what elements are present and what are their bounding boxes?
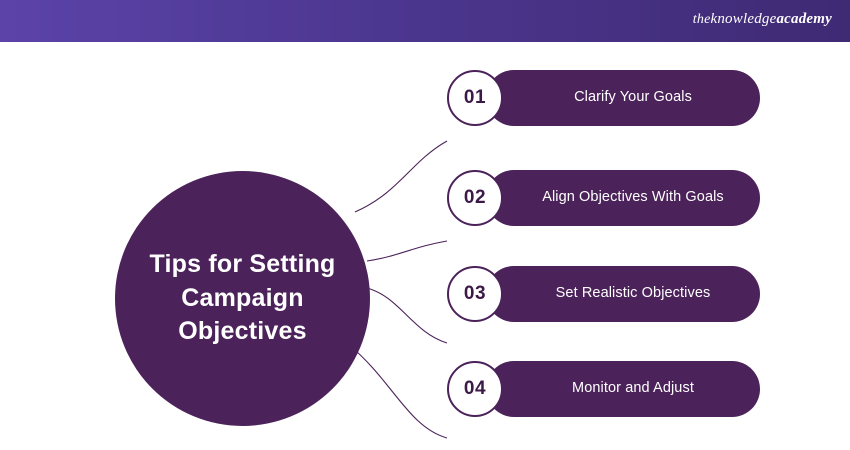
step-number-badge-03: 03 [447,266,503,322]
step-pill-04[interactable]: Monitor and Adjust [486,361,760,417]
step-pill-01[interactable]: Clarify Your Goals [486,70,760,126]
step-number-04: 04 [463,378,487,399]
step-number-01: 01 [463,87,487,108]
step-label-03: Set Realistic Objectives [555,285,711,302]
connector-lines [348,140,448,439]
brand-knowledge-text: knowledge [710,11,777,27]
step-number-badge-01: 01 [447,70,503,126]
step-number-badge-04: 04 [447,361,503,417]
brand-the-text: the [692,12,711,27]
center-title: Tips for Setting Campaign Objectives [149,249,336,346]
diagram-canvas: Tips for Setting Campaign Objectives Cla… [0,42,850,450]
header-bar: theknowledgeacademy [0,0,850,42]
step-number-02: 02 [463,187,487,208]
brand-logo: theknowledgeacademy [693,10,832,28]
step-label-01: Clarify Your Goals [574,89,692,106]
brand-academy-text: academy [776,11,832,27]
connector-line-3 [366,287,448,344]
step-label-04: Monitor and Adjust [572,380,694,397]
step-pill-03[interactable]: Set Realistic Objectives [486,266,760,322]
center-circle: Tips for Setting Campaign Objectives [115,171,370,426]
step-pill-02[interactable]: Align Objectives With Goals [486,170,760,226]
step-label-02: Align Objectives With Goals [542,189,724,206]
connector-line-2 [366,240,448,262]
step-number-03: 03 [463,283,487,304]
connector-line-1 [354,140,448,213]
connector-line-4 [348,344,448,439]
step-number-badge-02: 02 [447,170,503,226]
